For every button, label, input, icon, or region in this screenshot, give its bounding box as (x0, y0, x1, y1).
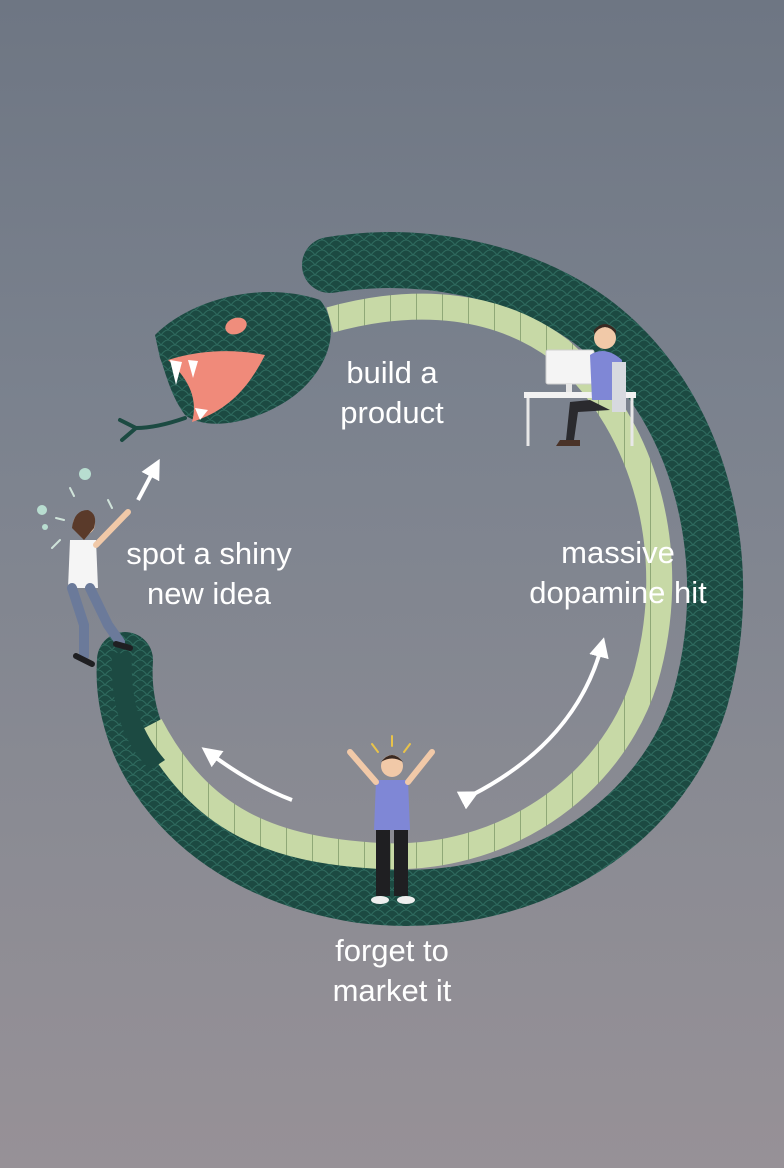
step-label-idea: spot a shiny new idea (126, 536, 292, 611)
snake-icon (96, 232, 744, 926)
arrow-icon (456, 637, 609, 810)
person-at-desk-icon (524, 324, 636, 446)
snake-tongue (118, 416, 187, 442)
snake-eye (225, 317, 247, 335)
snake-tail (111, 652, 165, 770)
step-label-dopamine: massive dopamine hit (529, 535, 707, 610)
climbing-woman-icon (37, 468, 133, 667)
step-label-build: build a product (340, 355, 444, 430)
arrow-icon (201, 747, 293, 802)
step-label-forget: forget to market it (332, 933, 452, 1008)
snake-belly (138, 293, 673, 870)
frustrated-person-icon (347, 735, 435, 904)
snake-body (96, 232, 744, 926)
arrow-icon (136, 458, 160, 501)
